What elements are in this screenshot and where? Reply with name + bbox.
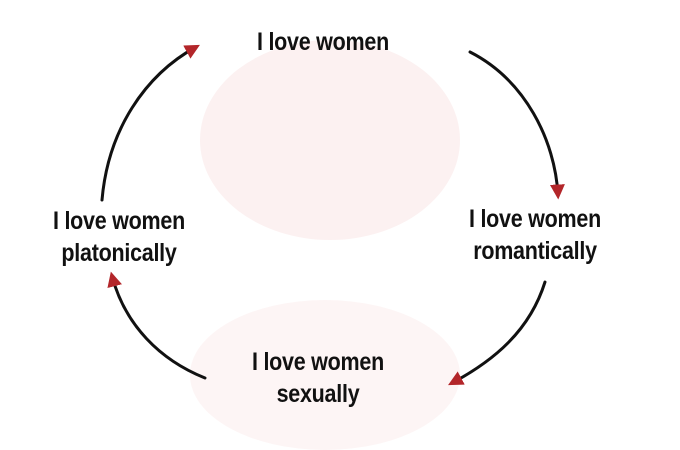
background-stain-lower — [190, 300, 460, 450]
node-bottom-line-2: sexually — [276, 380, 360, 408]
node-sexually: I love women sexually — [212, 346, 424, 410]
node-right-line-1: I love women — [469, 205, 601, 233]
arrow-right-to-bottom — [448, 280, 547, 386]
background-stain — [200, 40, 460, 240]
arrow-left-to-top — [100, 44, 200, 202]
node-left-line-2: platonically — [61, 239, 177, 267]
node-bottom-line-1: I love women — [252, 348, 384, 376]
node-platonically: I love women platonically — [27, 205, 211, 269]
node-i-love-women: I love women — [217, 26, 429, 58]
node-romantically: I love women romantically — [436, 203, 634, 267]
node-top-line-1: I love women — [257, 28, 389, 56]
node-right-line-2: romantically — [473, 237, 597, 265]
node-left-line-1: I love women — [53, 207, 185, 235]
arrow-top-to-right — [468, 50, 565, 200]
arrow-bottom-to-left — [107, 271, 207, 380]
